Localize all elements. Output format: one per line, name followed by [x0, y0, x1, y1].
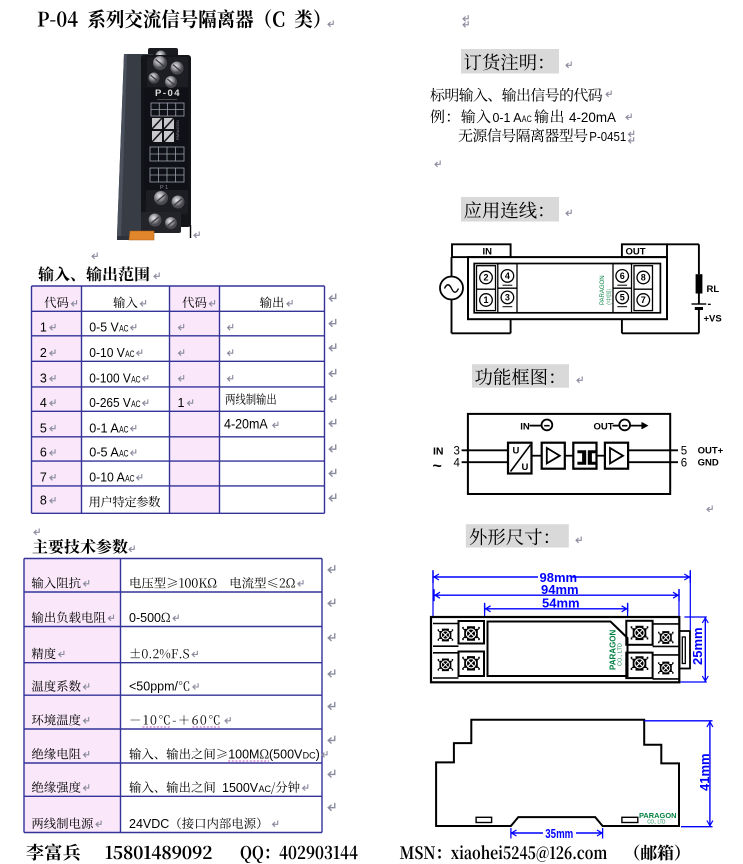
svg-text:94mm: 94mm: [541, 582, 579, 597]
svg-text:6: 6: [620, 271, 625, 281]
svg-text:DC: DC: [303, 751, 316, 761]
svg-text:OUT: OUT: [594, 422, 614, 433]
svg-text:AC: AC: [258, 784, 271, 794]
svg-text:98mm: 98mm: [540, 570, 578, 585]
svg-text:0-100 V: 0-100 V: [89, 372, 131, 386]
svg-text:+VS: +VS: [704, 314, 722, 325]
svg-text:0-10 V: 0-10 V: [89, 346, 125, 360]
svg-text:8: 8: [641, 273, 646, 283]
svg-text:35mm: 35mm: [545, 827, 573, 841]
svg-text:U: U: [522, 462, 529, 473]
svg-text:25mm: 25mm: [690, 627, 705, 665]
svg-text:OUT+: OUT+: [698, 446, 724, 457]
svg-text:CO., LTD: CO., LTD: [647, 820, 665, 826]
svg-text:AC: AC: [522, 114, 532, 124]
svg-text:3: 3: [40, 372, 47, 386]
svg-text:-: -: [708, 298, 712, 310]
svg-text:7: 7: [40, 471, 47, 485]
svg-text:AC: AC: [131, 399, 141, 409]
svg-text:5: 5: [620, 293, 625, 303]
svg-text:0-500: 0-500: [129, 611, 161, 625]
svg-text:AC: AC: [119, 424, 129, 434]
svg-text:1: 1: [483, 295, 488, 305]
svg-text:CO., LTD: CO., LTD: [618, 643, 624, 666]
svg-text:PARAGON: PARAGON: [639, 811, 677, 820]
svg-text:PARAGON: PARAGON: [609, 629, 618, 670]
svg-text:2: 2: [483, 273, 488, 283]
svg-text:41mm: 41mm: [697, 753, 712, 791]
svg-text:0-10 A: 0-10 A: [89, 471, 125, 485]
svg-text:0-5 V: 0-5 V: [89, 320, 119, 334]
svg-text:4: 4: [454, 458, 461, 470]
svg-text:AC: AC: [119, 449, 129, 459]
svg-text:IN: IN: [433, 446, 444, 458]
svg-text:0-1 A: 0-1 A: [89, 421, 119, 435]
svg-text:7: 7: [641, 295, 646, 305]
svg-text:(500V: (500V: [269, 748, 303, 762]
svg-text:4-20mA: 4-20mA: [569, 110, 616, 125]
svg-text:OUT: OUT: [626, 247, 646, 258]
svg-text:4-20mA: 4-20mA: [224, 417, 268, 432]
svg-text:~: ~: [433, 458, 442, 475]
svg-text:54mm: 54mm: [542, 596, 580, 611]
svg-text:AC: AC: [125, 349, 135, 359]
svg-text:4: 4: [40, 396, 47, 410]
svg-text:2: 2: [40, 346, 47, 360]
svg-text:1: 1: [40, 320, 47, 334]
svg-text:5: 5: [681, 446, 687, 458]
svg-text:GND: GND: [698, 458, 719, 469]
svg-text:U: U: [513, 446, 520, 457]
svg-text:PARAGON: PARAGON: [175, 120, 180, 140]
svg-text:IN: IN: [520, 422, 530, 433]
svg-text:IN: IN: [483, 247, 493, 258]
svg-text:5: 5: [40, 421, 47, 435]
svg-text:8: 8: [40, 494, 47, 508]
svg-text:AC: AC: [119, 323, 129, 333]
svg-text:4: 4: [505, 271, 510, 281]
svg-text:1500V: 1500V: [222, 781, 259, 795]
svg-text:): ): [316, 748, 320, 762]
svg-text:100M: 100M: [228, 748, 259, 762]
svg-text:P-04: P-04: [155, 88, 181, 99]
svg-text:P-0451: P-0451: [589, 129, 626, 144]
svg-text:P 1: P 1: [160, 185, 168, 191]
svg-text:AC: AC: [125, 474, 135, 484]
svg-text:PARAGON: PARAGON: [600, 275, 606, 305]
svg-text:3: 3: [505, 293, 510, 303]
svg-text:0-1 A: 0-1 A: [493, 111, 523, 125]
svg-text:24VDC: 24VDC: [129, 817, 169, 831]
svg-text:1: 1: [178, 396, 185, 410]
svg-text:3: 3: [454, 446, 460, 458]
svg-text:0-5 A: 0-5 A: [89, 446, 119, 460]
svg-text:AC: AC: [131, 375, 141, 385]
svg-text:6: 6: [681, 458, 687, 470]
svg-text:<50ppm/: <50ppm/: [129, 680, 179, 694]
svg-text:0-265 V: 0-265 V: [89, 396, 131, 410]
svg-text:6: 6: [40, 446, 47, 460]
svg-text:RL: RL: [707, 284, 720, 295]
